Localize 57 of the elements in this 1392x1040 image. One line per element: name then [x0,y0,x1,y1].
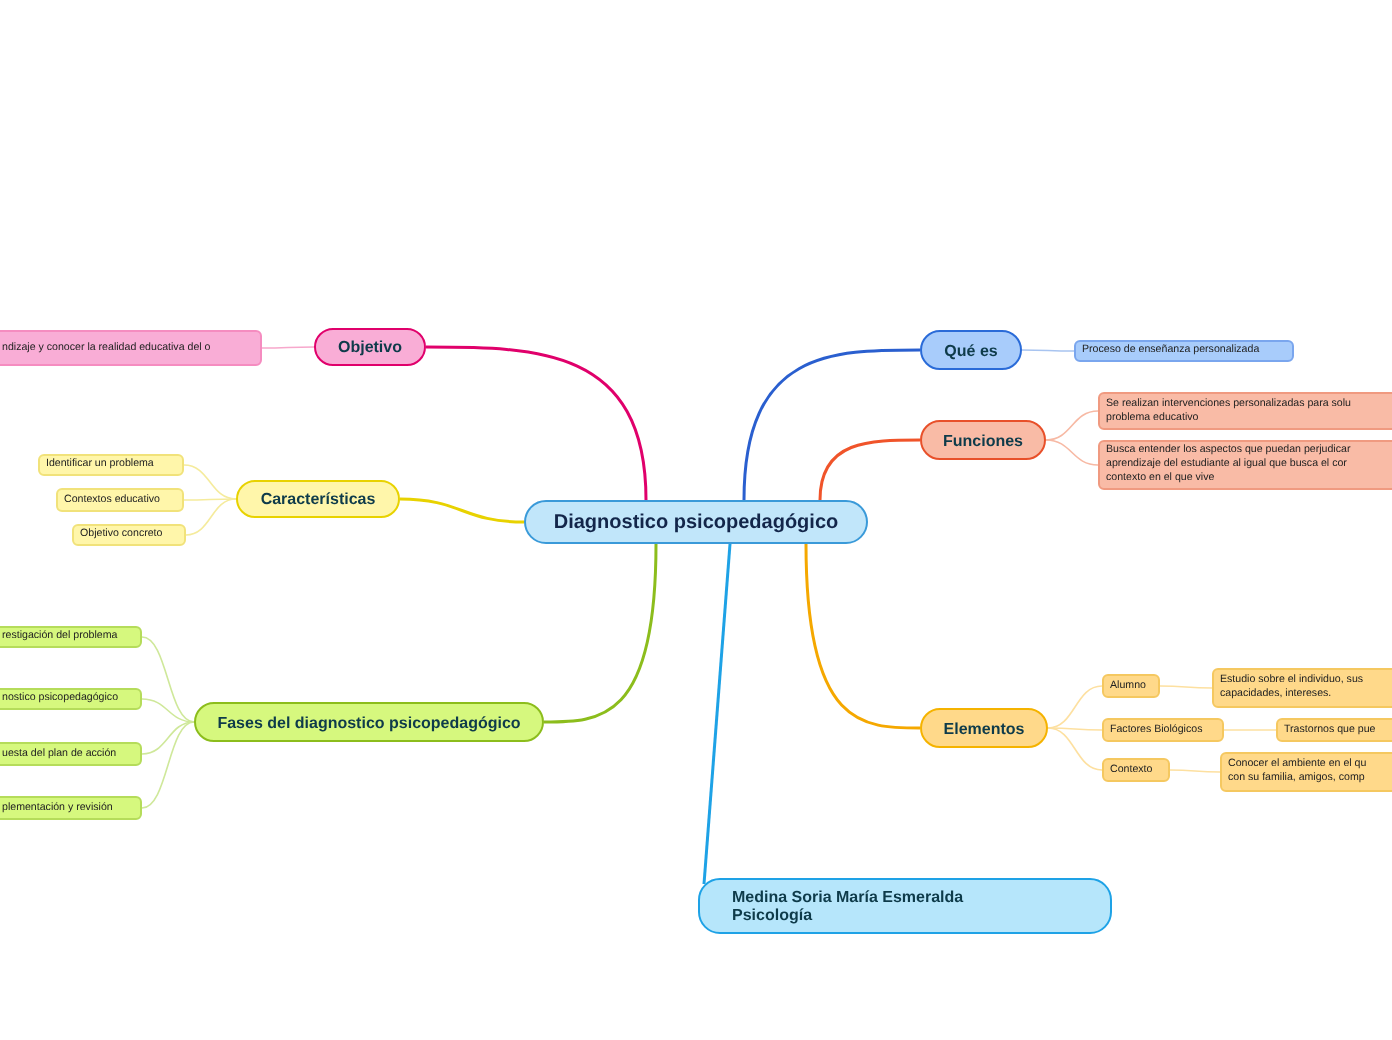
topic-text: Fases del diagnostico psicopedagógico [217,713,521,731]
connector [183,498,237,501]
subtopic-box [1102,674,1160,698]
subtopic-box [72,524,186,546]
connector [1045,410,1099,441]
topic-box [920,708,1048,748]
topic-text: Medina Soria María Esmeralda [732,888,964,906]
connector [1159,685,1213,689]
subtopic-box [56,488,184,512]
connector [1045,439,1099,466]
connector [141,636,195,723]
subtopic-box [0,626,142,648]
subtopic-box [0,330,262,366]
connector [1223,729,1277,731]
topic-text: Psicología [732,906,813,924]
connector [1047,727,1103,771]
branch-connector [399,497,525,524]
subtopic-box [1074,340,1294,362]
topic-box [920,330,1022,370]
connector [141,698,195,723]
connector [141,721,195,755]
subtopic-box [0,688,142,710]
subtopic-box [0,742,142,766]
connector [141,721,195,809]
connector [1021,349,1075,352]
topic-text: Funciones [942,431,1023,449]
subtopic-box [1098,440,1392,490]
topic-box [314,328,426,366]
topic-text: Elementos [943,719,1025,737]
subtopic-box [0,796,142,820]
branch-connector [544,543,658,724]
topic-text: Objetivo [337,338,402,356]
subtopic-box [1102,718,1224,742]
subtopic-box [1102,758,1170,782]
central-topic-box [524,500,868,544]
connector [1047,685,1103,729]
subtopic-box [1098,392,1392,430]
topic-box [236,480,400,518]
connector [1047,727,1103,731]
topic-box [194,702,544,742]
branch-connector [818,438,920,501]
topic-text: Diagnostico psicopedagógico [553,511,839,533]
topic-text: Qué es [944,341,998,359]
branch-connector [804,543,920,730]
subtopic-box [1276,718,1392,742]
connector [185,498,237,536]
branch-connector [702,543,732,885]
topic-text: Características [260,490,376,508]
branch-connector [742,348,920,501]
connector [261,346,315,349]
connector [1169,769,1221,773]
topic-box [920,420,1046,460]
subtopic-box [38,454,184,476]
topic-box [698,878,1112,934]
subtopic-box [1212,668,1392,708]
branch-connector [426,345,648,501]
subtopic-box [1220,752,1392,792]
